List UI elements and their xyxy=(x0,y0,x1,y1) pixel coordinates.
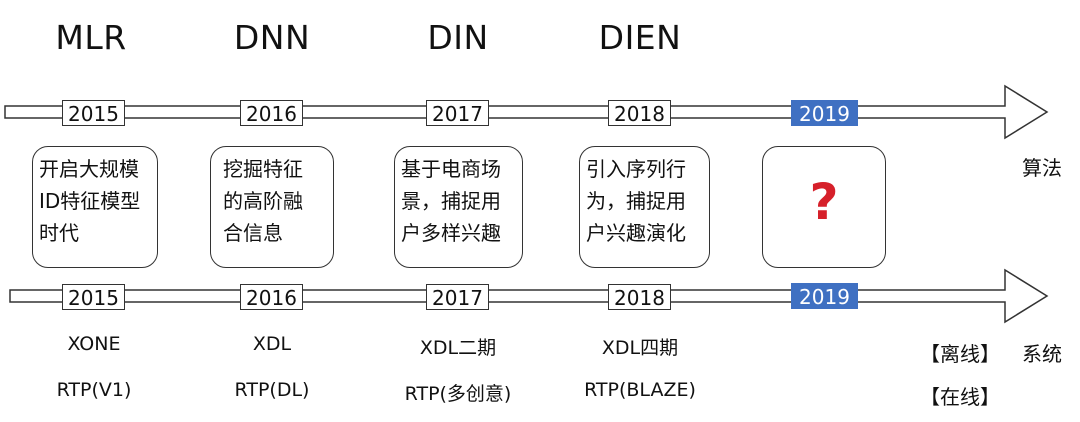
offline-system-2015: XONE xyxy=(67,333,121,355)
online-system-2017: RTP(多创意) xyxy=(404,383,512,405)
label-algorithm: 算法 xyxy=(1022,156,1062,180)
card-dnn-description: 挖掘特征 的高阶融 合信息 xyxy=(210,146,334,268)
algorithm-timeline-arrow xyxy=(4,84,1049,140)
card-dien-description: 引入序列行 为，捕捉用 户兴趣演化 xyxy=(579,146,710,268)
system-timeline-arrow xyxy=(9,268,1049,324)
sys-year-2016: 2016 xyxy=(240,284,303,310)
model-name-dnn: DNN xyxy=(233,18,311,57)
label-offline: 【离线】 xyxy=(920,342,1000,366)
offline-system-2017: XDL二期 xyxy=(419,337,497,359)
card-din-description: 基于电商场 景，捕捉用 户多样兴趣 xyxy=(394,146,523,268)
card-future-question-mark: ? xyxy=(762,146,886,268)
sys-year-2017: 2017 xyxy=(426,284,489,310)
algo-year-2018: 2018 xyxy=(608,100,671,126)
offline-system-2016: XDL xyxy=(252,333,292,355)
model-name-mlr: MLR xyxy=(55,18,127,57)
model-name-dien: DIEN xyxy=(598,18,682,57)
algo-year-2017: 2017 xyxy=(426,100,489,126)
label-online: 【在线】 xyxy=(920,385,1000,409)
algo-year-2016: 2016 xyxy=(240,100,303,126)
label-system: 系统 xyxy=(1022,342,1062,366)
online-system-2018: RTP(BLAZE) xyxy=(584,379,696,401)
sys-year-2018: 2018 xyxy=(608,284,671,310)
online-system-2015: RTP(V1) xyxy=(56,379,132,401)
sys-year-2015: 2015 xyxy=(62,284,125,310)
algo-year-2015: 2015 xyxy=(62,100,125,126)
card-mlr-description: 开启大规模 ID特征模型 时代 xyxy=(32,146,158,268)
offline-system-2018: XDL四期 xyxy=(601,337,679,359)
online-system-2016: RTP(DL) xyxy=(234,379,310,401)
model-name-din: DIN xyxy=(427,18,489,57)
sys-year-2019: 2019 xyxy=(791,283,858,309)
algo-year-2019: 2019 xyxy=(791,100,858,126)
